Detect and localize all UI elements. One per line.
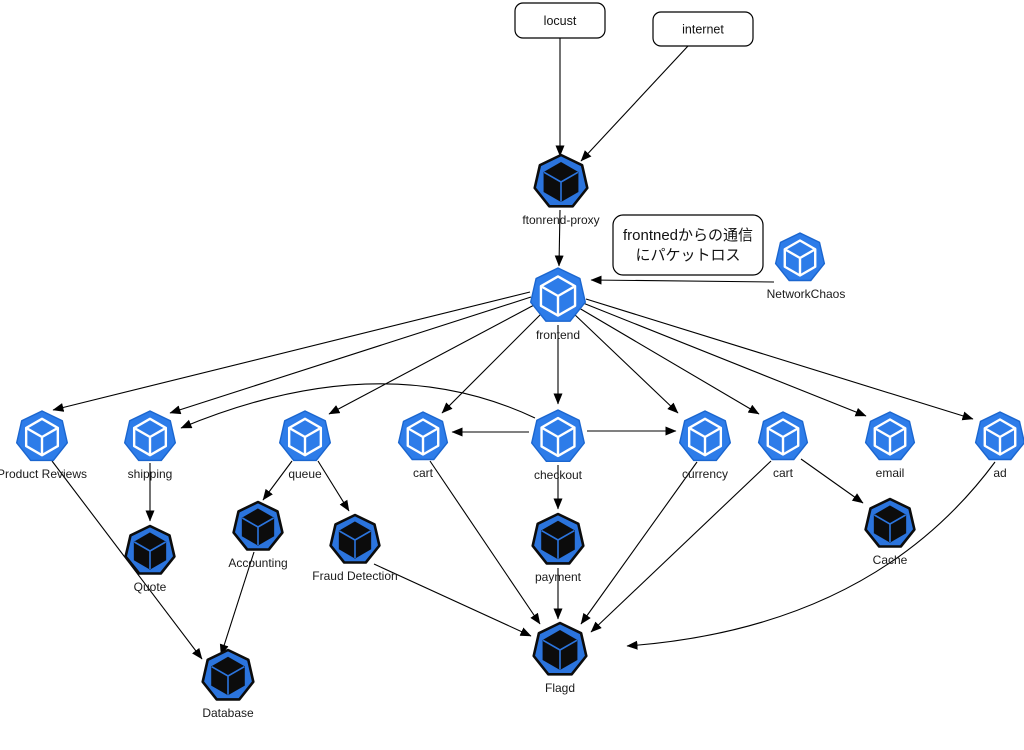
node-cache-label: Cache: [873, 553, 908, 567]
edge-frontend-product-reviews: [52, 291, 531, 412]
node-checkout-label: checkout: [534, 468, 583, 482]
node-database[interactable]: Database: [201, 648, 255, 720]
node-flagd-label: Flagd: [545, 681, 575, 695]
node-ftonrend-proxy-label: ftonrend-proxy: [522, 213, 599, 227]
edge-internet-ftonrend-proxy: [580, 45, 689, 162]
cube-edges-icon: [543, 171, 579, 202]
terminal-internet-box: [652, 11, 754, 47]
annotation-text-line: にパケットロス: [635, 247, 740, 264]
cube-edges-icon: [984, 427, 1016, 455]
node-ad[interactable]: ad: [974, 411, 1024, 480]
node-frontend-label: frontend: [536, 328, 580, 342]
terminal-internet-label: internet: [682, 23, 724, 37]
node-networkchaos[interactable]: NetworkChaos: [767, 232, 846, 301]
node-ftonrend-proxy[interactable]: ftonrend-proxy: [522, 153, 600, 227]
cube-edges-icon: [288, 426, 322, 456]
node-currency[interactable]: currency: [679, 410, 731, 481]
cube-edges-icon: [338, 530, 372, 558]
cube-edges-icon: [241, 517, 275, 545]
node-cart2[interactable]: cart: [757, 411, 809, 480]
node-fraud-detection-label: Fraud Detection: [312, 569, 397, 583]
edge-ftonrend-proxy-frontend: [554, 209, 564, 267]
node-queue-label: queue: [288, 467, 322, 481]
node-cart-label: cart: [413, 466, 434, 480]
edge-checkout-shipping: [180, 383, 536, 429]
terminal-internet[interactable]: internet: [652, 11, 754, 47]
edge-ad-flagd: [626, 461, 996, 650]
terminal-locust-label: locust: [544, 14, 577, 28]
node-database-label: Database: [202, 706, 254, 720]
node-fraud-detection[interactable]: Fraud Detection: [312, 513, 398, 583]
node-email-label: email: [876, 466, 905, 480]
edge-frontend-cart: [441, 312, 543, 414]
edge-cart2-flagd: [590, 460, 772, 633]
edge-frontend-email: [582, 302, 867, 417]
annotation-text-line: frontnedからの通信: [623, 227, 753, 244]
node-cache[interactable]: Cache: [864, 497, 916, 567]
cube-edges-icon: [133, 426, 167, 456]
node-frontend[interactable]: frontend: [530, 267, 586, 342]
node-queue[interactable]: queue: [279, 410, 331, 481]
node-shipping-label: shipping: [128, 467, 173, 481]
cube-edges-icon: [784, 248, 816, 276]
node-email[interactable]: email: [864, 411, 916, 480]
cube-edges-icon: [25, 426, 59, 456]
node-accounting[interactable]: Accounting: [228, 500, 288, 570]
node-cart[interactable]: cart: [397, 411, 449, 480]
cube-edges-icon: [407, 427, 439, 455]
edge-queue-fraud-detection: [317, 460, 350, 512]
edge-frontend-cart2: [578, 307, 760, 415]
node-accounting-label: Accounting: [228, 556, 287, 570]
terminal-locust-box: [514, 2, 606, 39]
node-currency-label: currency: [682, 467, 728, 481]
node-cart2-label: cart: [773, 466, 794, 480]
node-product-reviews-label: Product Reviews: [0, 467, 87, 481]
node-quote[interactable]: Quote: [124, 524, 176, 594]
cube-edges-icon: [540, 426, 576, 456]
cube-edges-icon: [133, 541, 167, 569]
cube-edges-icon: [767, 427, 799, 455]
edge-frontend-shipping: [169, 296, 532, 415]
node-flagd[interactable]: Flagd: [532, 621, 588, 695]
node-product-reviews[interactable]: Product Reviews: [0, 410, 87, 481]
cube-edges-icon: [688, 426, 722, 456]
edge-currency-flagd: [580, 461, 698, 625]
node-quote-label: Quote: [134, 580, 167, 594]
cube-edges-icon: [873, 514, 907, 542]
cube-edges-icon: [211, 665, 245, 695]
cube-edges-icon: [542, 639, 578, 670]
cube-edges-icon: [540, 285, 576, 316]
cube-edges-icon: [874, 427, 906, 455]
edge-queue-accounting: [262, 460, 293, 501]
node-shipping[interactable]: shipping: [123, 410, 177, 481]
terminal-locust[interactable]: locust: [514, 2, 606, 39]
edge-accounting-database: [219, 551, 255, 656]
cube-edges-icon: [541, 529, 575, 559]
node-ad-label: ad: [993, 466, 1006, 480]
node-payment[interactable]: payment: [531, 512, 585, 584]
node-payment-label: payment: [535, 570, 582, 584]
annotation-box: [612, 214, 764, 276]
node-networkchaos-label: NetworkChaos: [767, 287, 846, 301]
edge-fraud-detection-flagd: [373, 563, 532, 637]
edge-networkchaos-frontend: [590, 275, 775, 285]
edge-frontend-queue: [328, 303, 537, 415]
edge-cart2-cache: [800, 458, 864, 504]
edge-frontend-currency: [572, 312, 679, 414]
edge-cart-flagd: [429, 460, 541, 625]
edge-frontend-ad: [585, 298, 974, 421]
node-checkout[interactable]: checkout: [531, 409, 585, 482]
